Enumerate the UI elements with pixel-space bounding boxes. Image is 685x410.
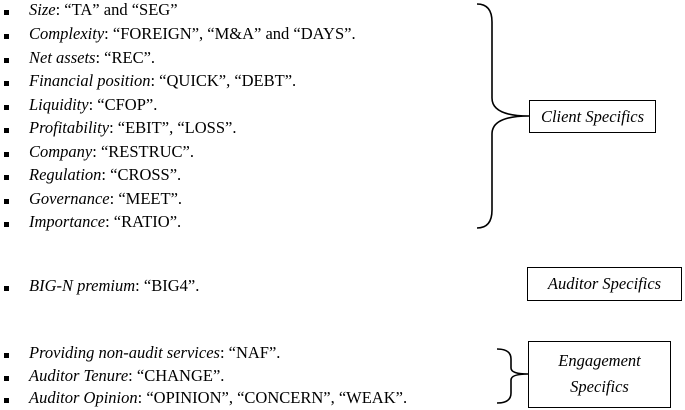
variable-term: Complexity: [29, 24, 105, 43]
engagement-label-line1: Engagement: [558, 351, 641, 370]
bullet-icon: [4, 222, 9, 227]
variable-codes: : “TA” and “SEG”: [55, 0, 178, 19]
client-specifics-box: Client Specifics: [529, 100, 656, 133]
variable-codes: : “CHANGE”.: [128, 366, 225, 385]
variable-codes: : “RESTRUC”.: [92, 142, 194, 161]
bullet-icon: [4, 286, 9, 291]
variable-term: Governance: [29, 189, 110, 208]
variable-term: Liquidity: [29, 95, 89, 114]
bullet-icon: [4, 353, 9, 358]
variable-term: Financial position: [29, 71, 151, 90]
variable-codes: : “MEET”.: [109, 189, 183, 208]
bullet-icon: [4, 376, 9, 381]
engagement-specifics-box: Engagement Specifics: [528, 341, 671, 408]
engagement-brace: [496, 348, 529, 404]
auditor-specifics-box: Auditor Specifics: [527, 267, 682, 301]
bullet-icon: [4, 34, 9, 39]
variable-term: BIG-N premium: [29, 276, 136, 295]
variable-codes: : “CFOP”.: [88, 95, 158, 114]
bullet-icon: [4, 152, 9, 157]
variable-term: Auditor Opinion: [29, 388, 138, 407]
variable-codes: : “RATIO”.: [105, 212, 182, 231]
bullet-icon: [4, 128, 9, 133]
bullet-icon: [4, 58, 9, 63]
variable-term: Profitability: [29, 118, 110, 137]
client-brace: [476, 3, 530, 229]
bullet-icon: [4, 105, 9, 110]
bullet-icon: [4, 10, 9, 15]
bullet-icon: [4, 175, 9, 180]
variable-term: Providing non-audit services: [29, 343, 220, 362]
variable-codes: : “NAF”.: [219, 343, 281, 362]
variable-codes: : “OPINION”, “CONCERN”, “WEAK”.: [137, 388, 408, 407]
variable-codes: : “FOREIGN”, “M&A” and “DAYS”.: [104, 24, 356, 43]
variable-codes: : “BIG4”.: [135, 276, 200, 295]
engagement-label-line2: Specifics: [570, 377, 629, 396]
variable-codes: : “QUICK”, “DEBT”.: [150, 71, 297, 90]
variable-codes: : “CROSS”.: [101, 165, 182, 184]
bullet-icon: [4, 81, 9, 86]
bullet-icon: [4, 398, 9, 403]
variable-term: Size: [29, 0, 56, 19]
variable-codes: : “REC”.: [95, 48, 156, 67]
bullet-icon: [4, 199, 9, 204]
variable-term: Regulation: [29, 165, 102, 184]
variable-term: Net assets: [29, 48, 96, 67]
variable-term: Auditor Tenure: [29, 366, 129, 385]
variable-codes: : “EBIT”, “LOSS”.: [109, 118, 237, 137]
variable-term: Importance: [29, 212, 106, 231]
variable-term: Company: [29, 142, 93, 161]
